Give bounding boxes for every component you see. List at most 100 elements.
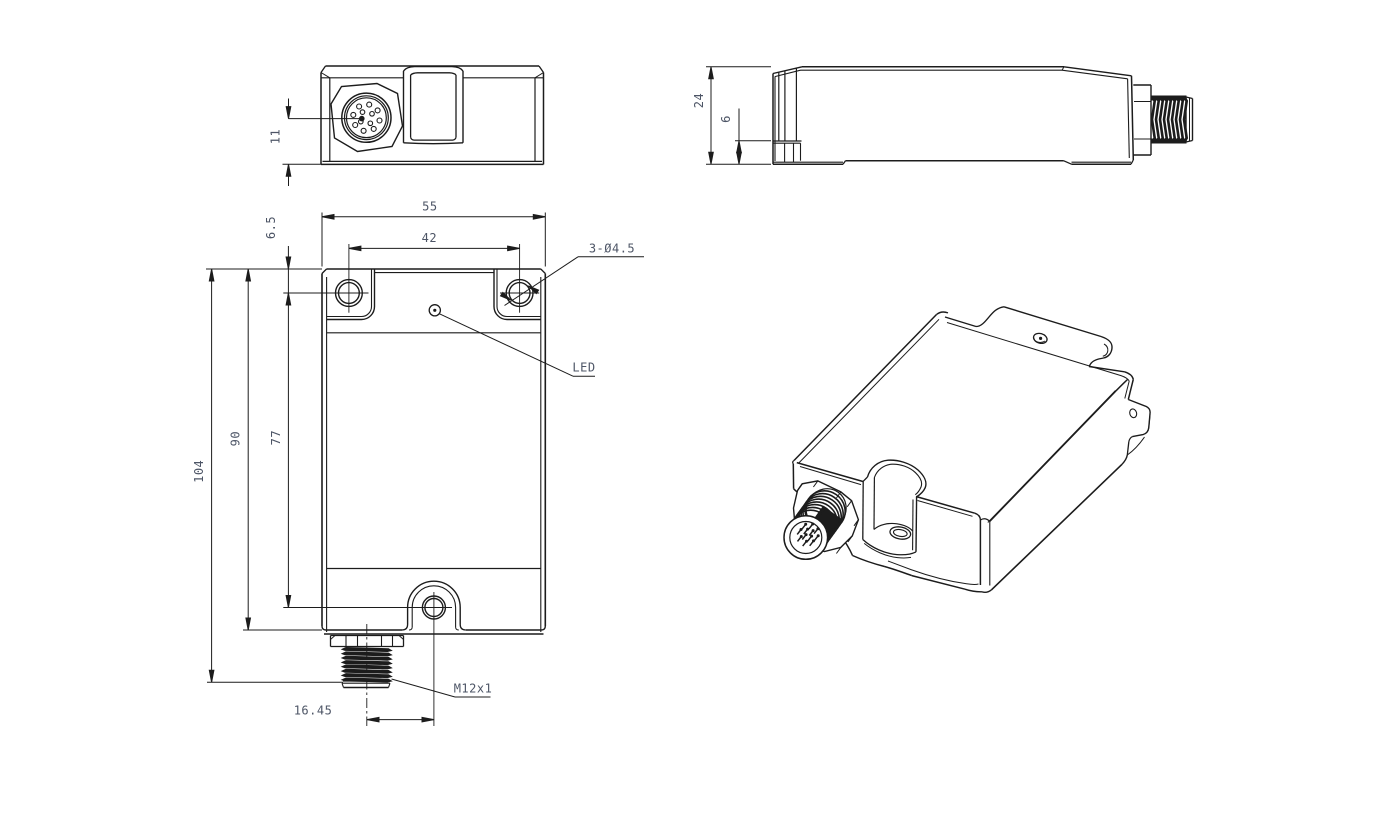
dim-55: 55 [321,200,546,267]
connector-hex-outline [330,82,404,153]
led-center [433,308,437,312]
iso-ear [975,306,1113,367]
dim-arrow [421,716,435,723]
outline-path [541,625,546,631]
dim-55-label: 55 [422,200,437,214]
connector-pin [359,109,366,115]
line-segment [772,66,803,75]
outline-path [917,500,973,517]
connector-pin [356,103,363,110]
iso-back-edge [944,316,977,328]
dim-6: 6 [719,108,771,165]
line-segment [391,678,456,698]
line-segment [1063,66,1132,77]
dim-arrow [366,716,380,723]
line-segment [835,547,842,554]
circle-feature [799,528,803,531]
iso-flange-hole [1129,408,1138,419]
line-segment [320,72,331,79]
dim-arrow [527,285,540,295]
dim-arrow [736,151,742,165]
front-connector [329,624,405,726]
outline-path [866,459,927,498]
outline-path [975,306,1005,328]
line-segment [1185,139,1193,143]
iso-ear-hole [1032,332,1048,345]
line-segment [846,500,853,508]
dim-arrow [285,164,292,177]
line-segment [534,72,544,79]
circle-feature [816,534,820,538]
circle-feature [804,522,808,526]
top-view: 11 [269,65,545,186]
outline-path [1127,436,1145,456]
outline-path [1003,306,1102,338]
outline-path [862,539,917,556]
outline-path [459,624,466,631]
circle-feature [805,539,808,543]
outline-path [1035,340,1046,343]
iso-top-edge-wn [793,313,938,462]
iso-notch [862,459,927,559]
dim-arrow [348,245,362,252]
dim-arrow [285,256,292,270]
outline-path [974,512,982,521]
outline-path [1124,380,1130,399]
side-connector [1133,84,1194,156]
dim-arrow [507,245,520,252]
top-connector [330,82,404,153]
dim-arrow [532,213,546,220]
outline-path [799,466,862,486]
line-segment [504,256,579,306]
dim-arrow [208,669,215,683]
outline-path [1100,335,1113,359]
outline-path [1088,357,1104,367]
dim-arrow [708,151,714,165]
iso-flange [1128,398,1151,438]
dim-11: 11 [269,98,365,186]
dim-16-45-label: 16.45 [294,704,333,718]
dim-arrow [285,292,292,306]
line-segment [853,519,859,527]
dim-16-45: 16.45 [294,704,435,723]
dim-arrow [285,595,292,608]
outline-path [887,560,979,585]
circle-feature [812,539,815,543]
rect-feature [1150,95,1187,101]
line-segment [540,268,546,274]
outline-path [455,626,459,631]
outline-path [911,574,966,590]
circle-feature [1039,336,1043,340]
outline-path [361,306,373,318]
iso-connector [783,480,860,561]
connector-pin [370,125,377,132]
connector-pin [369,110,375,117]
outline-path [946,322,1130,382]
outline-path [792,459,795,465]
connector-pin [350,111,357,118]
outline-path [1127,379,1135,400]
dim-104-label: 104 [192,460,206,483]
outline-path [1102,343,1109,357]
outline-path [1162,96,1169,143]
circle-feature [345,97,387,139]
outline-path [862,476,868,482]
circle-feature [341,92,392,144]
iso-notch-hole [889,526,912,540]
ellipse-feature [892,528,908,538]
outline-path [852,554,885,568]
outline-path [410,72,457,76]
dim-arrow [708,66,714,80]
outline-path [797,318,940,464]
outline-path [1166,96,1173,143]
line-segment [538,65,545,73]
line-segment [387,683,391,688]
line-segment [842,160,847,165]
line-segment [341,683,345,688]
dim-42: 42 [348,231,520,252]
outline-path [1148,414,1151,430]
outline-path [1126,441,1130,456]
circle-feature [343,95,389,141]
side-view: 24 6 [692,66,1194,165]
